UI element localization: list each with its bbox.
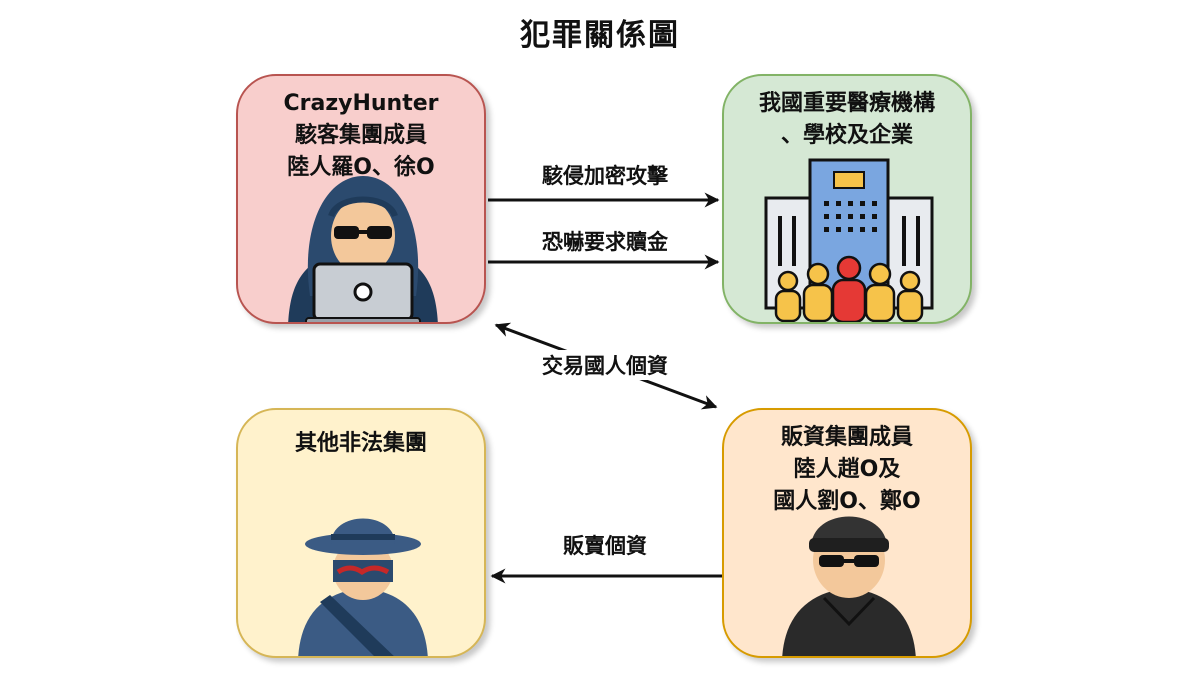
node-others-line-1: 其他非法集團	[294, 431, 427, 456]
node-hackers-line-2: 駭客集團成員	[294, 123, 427, 148]
node-sellers-line-2: 陸人趙O及	[793, 457, 901, 482]
node-targets-line-1: 我國重要醫療機構	[758, 91, 935, 116]
edge-label-sell-data: 販賣個資	[563, 534, 647, 558]
spy-icon	[298, 518, 428, 656]
node-others: 其他非法集團	[236, 408, 486, 658]
node-sellers-line-1: 販資集團成員	[780, 425, 913, 450]
node-hackers: CrazyHunter 駭客集團成員 陸人羅O、徐O	[236, 74, 486, 324]
hooded-hacker-icon	[288, 176, 438, 322]
node-hackers-line-1: CrazyHunter	[283, 91, 439, 116]
node-targets: 我國重要醫療機構 、學校及企業	[722, 74, 972, 324]
node-sellers-line-3: 國人劉O、鄭O	[773, 489, 921, 514]
diagram-title: 犯罪關係圖	[520, 18, 680, 53]
node-hackers-line-3: 陸人羅O、徐O	[287, 155, 435, 180]
buildings-people-icon	[764, 158, 934, 322]
beanie-thief-icon	[782, 516, 916, 656]
node-sellers: 販資集團成員 陸人趙O及 國人劉O、鄭O	[722, 408, 972, 658]
edge-label-extort-ransom: 恐嚇要求贖金	[542, 230, 668, 254]
edge-label-encrypt-attack: 駭侵加密攻擊	[542, 164, 668, 188]
node-targets-line-2: 、學校及企業	[780, 123, 913, 148]
edge-label-trade-data: 交易國人個資	[522, 350, 688, 380]
